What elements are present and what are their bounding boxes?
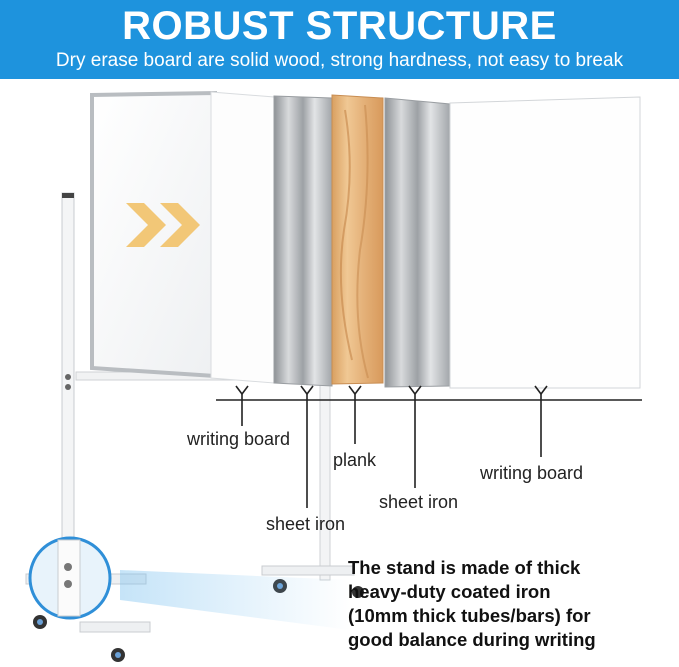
stand-description-line-3: (10mm thick tubes/bars) for [348, 605, 591, 626]
double-arrow-icon [126, 203, 200, 247]
stand-detail-zoom [28, 536, 350, 630]
stand-description-line-4: good balance during writing [348, 629, 596, 650]
stand-description: The stand is made of thick heavy-duty co… [348, 556, 596, 652]
writing-board-front-layer [210, 91, 275, 384]
label-sheet-iron-front: sheet iron [266, 514, 346, 534]
banner-subtitle: Dry erase board are solid wood, strong h… [55, 50, 624, 71]
header-banner: ROBUST STRUCTURE Dry erase board are sol… [0, 0, 679, 79]
label-plank: plank [333, 450, 377, 470]
plank-layer [331, 94, 384, 385]
label-writing-board-back: writing board [480, 463, 584, 483]
writing-board-back-layer [449, 96, 641, 389]
stand-description-line-1: The stand is made of thick [348, 557, 581, 578]
sheet-iron-front-layer [273, 95, 333, 387]
leader-lines [235, 385, 548, 508]
label-writing-board-front: writing board [187, 429, 291, 449]
banner-title: ROBUST STRUCTURE [122, 4, 557, 48]
stand-description-line-2: heavy-duty coated iron [348, 581, 551, 602]
label-sheet-iron-back: sheet iron [379, 492, 459, 512]
sheet-iron-back-layer [384, 97, 451, 388]
product-illustration [25, 90, 642, 662]
